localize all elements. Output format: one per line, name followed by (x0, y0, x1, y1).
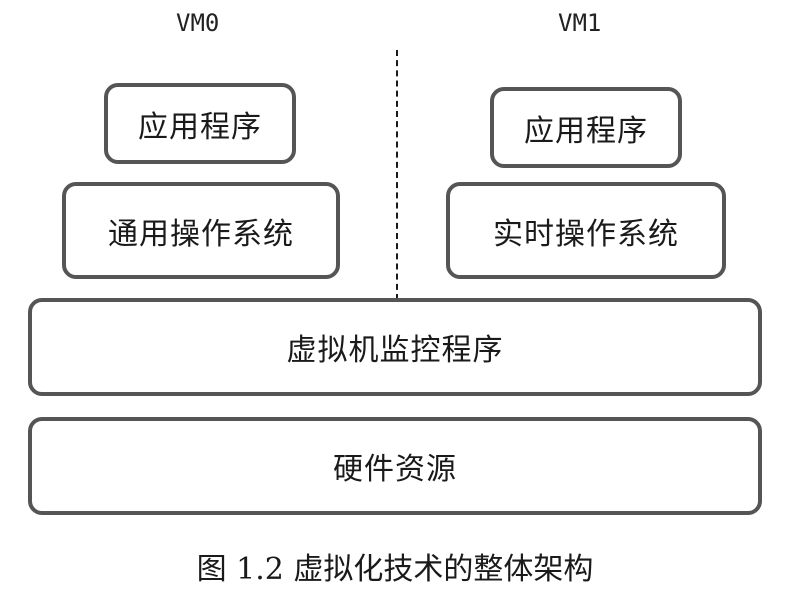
vm-divider-line (396, 50, 398, 300)
vm1-application-label: 应用程序 (524, 113, 648, 149)
vm1-application-box: 应用程序 (490, 87, 682, 168)
hardware-box: 硬件资源 (28, 417, 762, 515)
hypervisor-box: 虚拟机监控程序 (28, 298, 762, 396)
realtime-os-box: 实时操作系统 (446, 182, 726, 279)
general-os-label: 通用操作系统 (108, 216, 294, 252)
figure-caption: 图 1.2 虚拟化技术的整体架构 (196, 552, 594, 587)
realtime-os-label: 实时操作系统 (493, 216, 679, 252)
hardware-label: 硬件资源 (333, 452, 457, 487)
vm0-label: VM0 (176, 9, 220, 37)
vm1-label: VM1 (558, 9, 602, 37)
vm0-application-label: 应用程序 (138, 109, 262, 145)
general-os-box: 通用操作系统 (62, 182, 340, 279)
hypervisor-label: 虚拟机监控程序 (286, 333, 504, 368)
vm0-application-box: 应用程序 (104, 83, 296, 164)
